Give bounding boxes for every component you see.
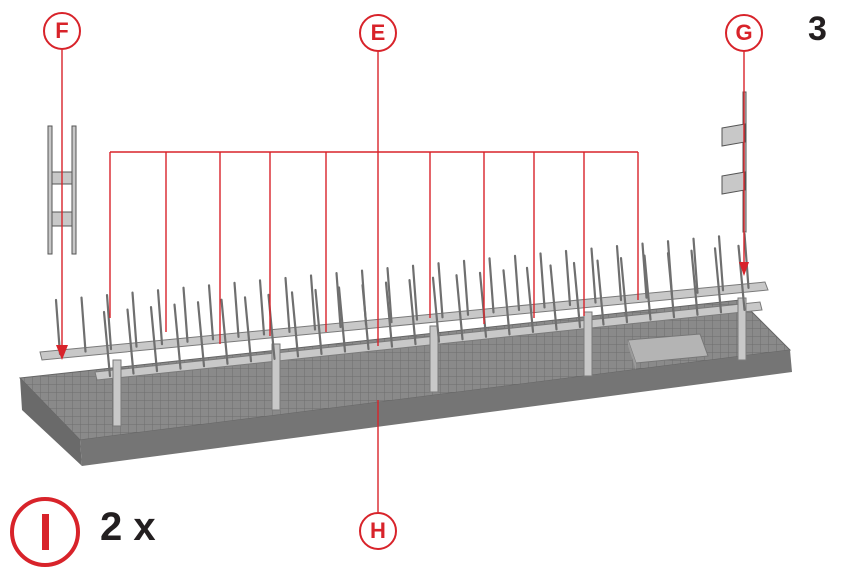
fork-arm <box>360 269 368 326</box>
fork-arm <box>743 232 750 289</box>
fork-arm <box>80 296 87 353</box>
fork-arm <box>437 262 444 319</box>
fork-arm <box>713 247 723 314</box>
callout-g: G <box>725 14 763 52</box>
fork-arm <box>207 284 215 341</box>
step-number: 3 <box>808 10 827 48</box>
fork-arm <box>539 252 546 309</box>
fork-arm <box>233 281 240 338</box>
fork-arm <box>258 279 266 336</box>
base-plate <box>18 299 792 466</box>
fork-arm <box>411 264 419 321</box>
callout-h-label: H <box>370 518 386 543</box>
rack-frame <box>39 281 769 427</box>
fork-arm <box>284 276 291 334</box>
fork-arm <box>335 271 342 329</box>
callout-f-label: F <box>55 18 69 43</box>
fork-arm <box>220 298 229 365</box>
fork-arm <box>737 244 746 311</box>
fork-arm <box>102 310 112 378</box>
fork-arm <box>478 271 488 338</box>
fork-arm <box>149 306 159 373</box>
fork-arm <box>131 291 138 348</box>
fork-arm <box>619 257 629 324</box>
part-i-icon <box>10 497 80 567</box>
fork-arm <box>462 259 470 316</box>
fork-arm <box>309 274 317 331</box>
fork-arm <box>615 245 623 302</box>
fork-arm <box>596 259 605 326</box>
fork-arm <box>572 261 582 329</box>
fork-arm <box>126 308 135 375</box>
fork-arm <box>502 269 511 336</box>
fork-arm <box>243 296 253 363</box>
fork-arm <box>314 288 323 356</box>
fork-arm <box>525 266 535 333</box>
fork-arm <box>105 294 113 351</box>
callout-f: F <box>43 12 81 50</box>
fork-arm <box>488 257 495 314</box>
fork-arm <box>692 237 699 294</box>
fork-arm <box>717 235 725 292</box>
fork-arms <box>54 232 750 378</box>
fork-arm <box>156 289 164 346</box>
part-i-glyph <box>41 514 49 550</box>
fork-arm <box>455 274 464 341</box>
fork-arm <box>386 267 393 324</box>
quantity-label: 2 x <box>100 505 156 549</box>
part-f <box>47 125 77 255</box>
callout-leaders <box>56 50 749 512</box>
fork-arm <box>564 249 572 307</box>
fork-arm <box>641 242 648 299</box>
fork-arm <box>173 303 182 370</box>
container-box <box>627 333 709 370</box>
fork-arm <box>590 247 597 304</box>
fork-arm <box>643 254 652 321</box>
fork-arm <box>196 301 206 368</box>
fork-arm <box>408 279 417 346</box>
fork-arm <box>384 281 394 348</box>
fork-arm <box>513 254 521 311</box>
part-g <box>721 91 747 233</box>
fork-arm <box>690 249 699 316</box>
fork-arm <box>290 291 300 358</box>
fork-arm <box>549 264 558 331</box>
fork-arm <box>337 286 347 353</box>
callout-e: E <box>359 14 397 52</box>
callout-e-label: E <box>370 20 386 45</box>
callout-g-label: G <box>735 20 753 45</box>
fork-arm <box>182 286 189 343</box>
fork-arm <box>431 276 441 343</box>
fork-arm <box>666 252 676 319</box>
callout-h: H <box>359 512 397 550</box>
